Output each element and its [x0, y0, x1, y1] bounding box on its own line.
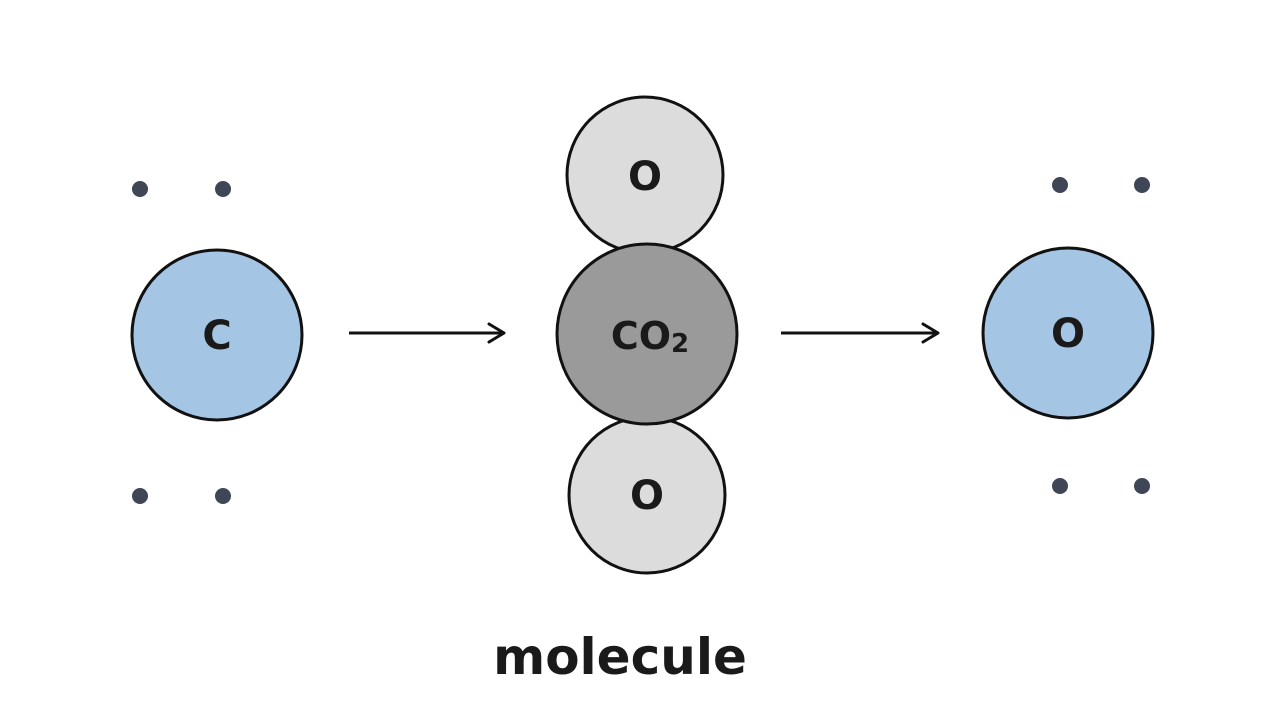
left-electron-top-right — [215, 181, 231, 197]
co2-center-atom — [555, 242, 739, 426]
right-electron-top-right — [1134, 177, 1150, 193]
right-arrow — [781, 322, 940, 344]
right-atom-group: O — [981, 177, 1155, 494]
bottom-oxygen-label: O — [630, 473, 664, 519]
co2-formula-main: CO — [611, 314, 671, 358]
carbon-atom-label: C — [202, 313, 231, 359]
left-electron-bottom-left — [132, 488, 148, 504]
co2-molecule-group: O O CO2 — [555, 95, 739, 575]
right-electron-bottom-right — [1134, 478, 1150, 494]
oxygen-atom-label: O — [1051, 311, 1085, 357]
co2-formula-subscript: 2 — [671, 329, 689, 359]
left-atom-group: C — [130, 181, 304, 504]
right-electron-bottom-left — [1052, 478, 1068, 494]
co2-formula-label: CO2 — [611, 314, 689, 359]
diagram-caption: molecule — [493, 628, 747, 686]
left-electron-bottom-right — [215, 488, 231, 504]
oxygen-atom — [981, 246, 1155, 420]
left-electron-top-left — [132, 181, 148, 197]
carbon-atom — [130, 248, 304, 422]
top-oxygen-label: O — [628, 154, 662, 200]
left-arrow — [349, 322, 506, 344]
right-electron-top-left — [1052, 177, 1068, 193]
